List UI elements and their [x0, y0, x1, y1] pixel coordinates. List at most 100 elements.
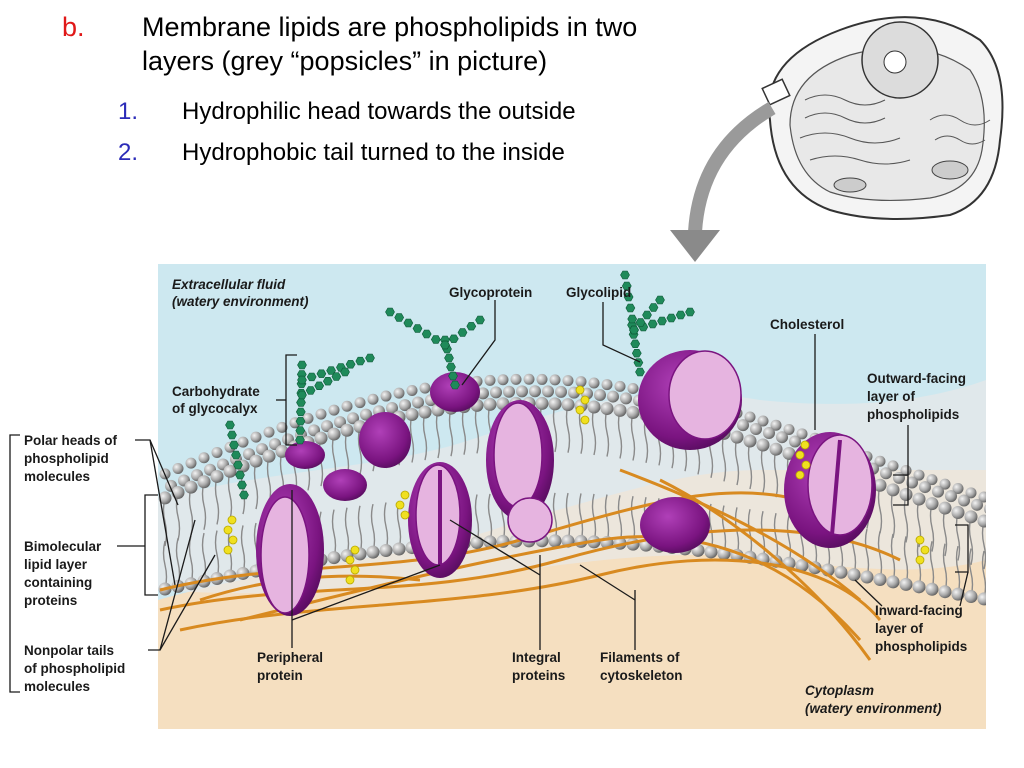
phospholipid-head	[498, 374, 509, 385]
bimolecular-label-1: Bimolecular	[24, 539, 102, 554]
nonpolar-label-1: Nonpolar tails	[24, 643, 114, 658]
phospholipid-head	[615, 381, 626, 392]
carbohydrate-bead	[643, 311, 652, 319]
carbohydrate-bead	[395, 314, 404, 322]
phospholipid-head	[939, 585, 952, 598]
bimolecular-label-4: proteins	[24, 593, 77, 608]
phospholipid-head	[419, 406, 432, 419]
carbohydrate-bead	[356, 357, 365, 365]
phospholipid-head	[601, 402, 614, 415]
glycolipid-label: Glycolipid	[566, 285, 631, 300]
phospholipid-head	[900, 488, 913, 501]
carbohydrate-bead	[449, 335, 458, 343]
carbohydrate-bead	[315, 382, 324, 390]
phospholipid-head	[588, 400, 601, 413]
phospholipid-head	[549, 534, 562, 547]
phospholipid-head	[484, 398, 497, 411]
peripheral-protein	[508, 498, 552, 542]
phospholipid-head	[186, 458, 197, 469]
phospholipid-head	[594, 389, 606, 401]
outward-label-3: phospholipids	[867, 407, 959, 422]
phospholipid-head	[485, 375, 496, 386]
phospholipid-head	[628, 383, 639, 394]
phospholipid-head	[620, 392, 632, 404]
phospholipid-head	[913, 493, 926, 506]
phospholipid-head	[744, 434, 757, 447]
polar-heads-label-2: phospholipid	[24, 451, 109, 466]
carbohydrate-bead	[296, 436, 305, 444]
phospholipid-head	[407, 385, 418, 396]
phospholipid-head	[368, 394, 379, 405]
carbohydrate-bead	[298, 391, 307, 399]
phospholipid-head	[737, 419, 749, 431]
phospholipid-head	[945, 490, 957, 502]
carbohydrate-bead	[307, 373, 316, 381]
carbohydrate-bead	[386, 308, 395, 316]
phospholipid-head	[939, 502, 952, 515]
carbohydrate-bead	[431, 336, 440, 344]
phospholipid-head	[328, 551, 341, 564]
phospholipid-head	[516, 385, 528, 397]
phospholipid-head	[471, 536, 484, 549]
phospholipid-head	[529, 385, 541, 397]
glycoprotein-label: Glycoprotein	[449, 285, 532, 300]
carbohydrate-bead	[346, 360, 355, 368]
zoom-arrow	[670, 108, 772, 262]
phospholipid-head	[211, 470, 224, 483]
carbohydrate-label-1: Carbohydrate	[172, 384, 260, 399]
carbohydrate-bead	[458, 329, 467, 337]
phospholipid-head	[341, 424, 354, 437]
extracellular-label-1: Extracellular fluid	[172, 277, 286, 292]
phospholipid-head	[965, 590, 978, 603]
phospholipid-head	[978, 515, 991, 528]
phospholipid-head	[394, 388, 405, 399]
phospholipid-head	[542, 385, 554, 397]
integral-label-2: proteins	[512, 668, 565, 683]
carbohydrate-bead	[628, 315, 637, 323]
phospholipid-head	[750, 423, 762, 435]
polar-heads-label-1: Polar heads of	[24, 433, 118, 448]
phospholipid-head	[874, 573, 887, 586]
phospholipid-head	[776, 431, 788, 443]
carbohydrate-bead	[298, 376, 307, 384]
carbohydrate-bead	[636, 368, 645, 376]
carbohydrate-bead	[366, 354, 375, 362]
carbohydrate-bead	[232, 451, 241, 459]
phospholipid-head	[355, 397, 366, 408]
carbohydrate-bead	[230, 441, 239, 449]
carbohydrate-bead	[621, 271, 630, 279]
phospholipid-head	[607, 391, 619, 403]
carbohydrate-bead	[636, 319, 645, 327]
carbohydrate-bead	[676, 311, 685, 319]
integral-label-1: Integral	[512, 650, 561, 665]
carbohydrate-bead	[648, 320, 657, 328]
carbohydrate-bead	[296, 427, 305, 435]
phospholipid-head	[555, 386, 567, 398]
carbohydrate-bead	[306, 387, 315, 395]
phospholipid-head	[602, 379, 613, 390]
cholesterol-label: Cholesterol	[770, 317, 844, 332]
filaments-label-1: Filaments of	[600, 650, 680, 665]
phospholipid-head	[978, 592, 991, 605]
phospholipid-head	[932, 486, 944, 498]
inward-label-3: phospholipids	[875, 639, 967, 654]
carbohydrate-bead	[447, 363, 456, 371]
carbohydrate-bead	[317, 370, 326, 378]
bimolecular-label-2: lipid layer	[24, 557, 88, 572]
phospholipid-head	[549, 397, 562, 410]
phospholipid-head	[329, 405, 340, 416]
phospholipid-head	[315, 432, 328, 445]
carbohydrate-bead	[297, 399, 306, 407]
carbohydrate-bead	[298, 361, 307, 369]
carbohydrate-bead	[667, 314, 676, 322]
phospholipid-head	[251, 432, 262, 443]
carbohydrate-bead	[686, 308, 695, 316]
carbohydrate-bead	[630, 326, 639, 334]
polar-heads-label-3: molecules	[24, 469, 90, 484]
phospholipid-head	[490, 386, 502, 398]
phospholipid-head	[835, 566, 848, 579]
carbohydrate-bead	[240, 491, 249, 499]
phospholipid-head	[763, 427, 775, 439]
phospholipid-head	[984, 503, 996, 515]
surface-protein	[359, 412, 411, 468]
